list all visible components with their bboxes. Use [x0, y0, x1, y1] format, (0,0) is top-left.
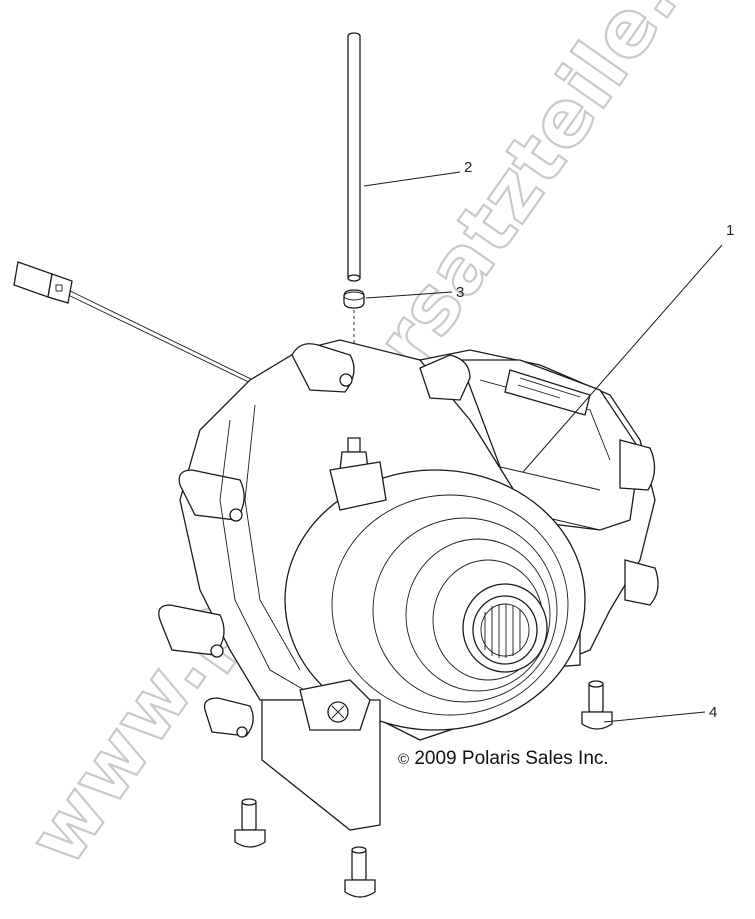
- leader-line-4: [603, 711, 706, 723]
- callout-4: 4: [709, 704, 717, 721]
- bolt-right: [581, 680, 613, 730]
- flange-lugs: [158, 343, 659, 738]
- callout-2: 2: [464, 159, 472, 176]
- bolt-lower-left: [234, 798, 266, 848]
- callout-1: 1: [726, 222, 734, 239]
- leader-line-2: [363, 171, 461, 187]
- vent-tube: [347, 32, 361, 282]
- copyright-notice: © 2009 Polaris Sales Inc.: [398, 748, 609, 770]
- leader-line-1: [522, 244, 723, 473]
- wire-harness: [13, 261, 291, 403]
- electrical-connector: [13, 261, 73, 304]
- gearcase-housing: [158, 339, 659, 831]
- copyright-symbol: ©: [398, 751, 410, 768]
- vent-fitting: [329, 437, 387, 511]
- output-spline: [462, 583, 548, 673]
- callout-3: 3: [456, 284, 464, 301]
- bolt-bottom: [344, 846, 376, 898]
- leader-line-3: [365, 291, 453, 299]
- copyright-text: 2009 Polaris Sales Inc.: [414, 748, 609, 769]
- hose-clamp: [343, 289, 365, 309]
